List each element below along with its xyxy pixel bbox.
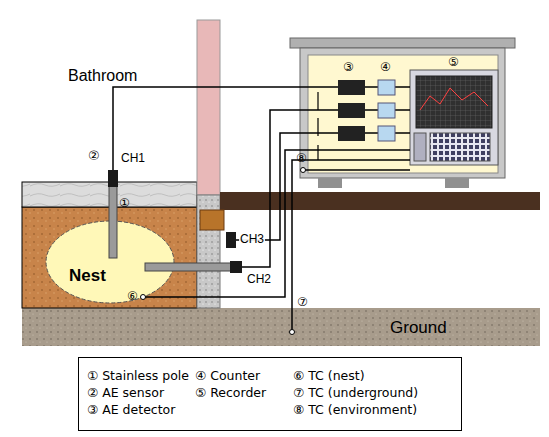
legend-entry: ② AE sensor (87, 385, 164, 400)
nest-ellipse: Nest (45, 220, 175, 304)
legend-entry: ③ AE detector (87, 402, 175, 417)
callout-number: ④ (380, 60, 391, 75)
callout-number: ② (88, 148, 100, 164)
callout-number: ⑤ (448, 55, 459, 70)
channel-label: CH2 (246, 272, 272, 287)
callout-number: ⑦ (297, 295, 308, 310)
legend-entry: ⑤ Recorder (195, 385, 266, 400)
channel-label: CH1 (120, 151, 146, 166)
legend-entry: ① Stainless pole (87, 368, 189, 383)
legend-entry: ⑧ TC (environment) (293, 402, 417, 417)
legend-box: ① Stainless pole ② AE sensor ③ AE detector… (78, 357, 462, 431)
nest-outline (45, 220, 175, 304)
node-label: Nest (69, 266, 106, 286)
ground-label: Ground (390, 318, 447, 338)
room-label: Bathroom (68, 66, 137, 85)
callout-number: ⑥ (127, 289, 138, 304)
legend-entry: ⑦ TC (underground) (293, 385, 418, 400)
legend-entry: ⑥ TC (nest) (293, 368, 365, 383)
callout-number: ③ (343, 60, 354, 75)
legend-entry: ④ Counter (195, 368, 260, 383)
callout-number: ⑧ (296, 151, 307, 166)
channel-label: CH3 (239, 232, 265, 247)
callout-number: ① (119, 196, 130, 211)
